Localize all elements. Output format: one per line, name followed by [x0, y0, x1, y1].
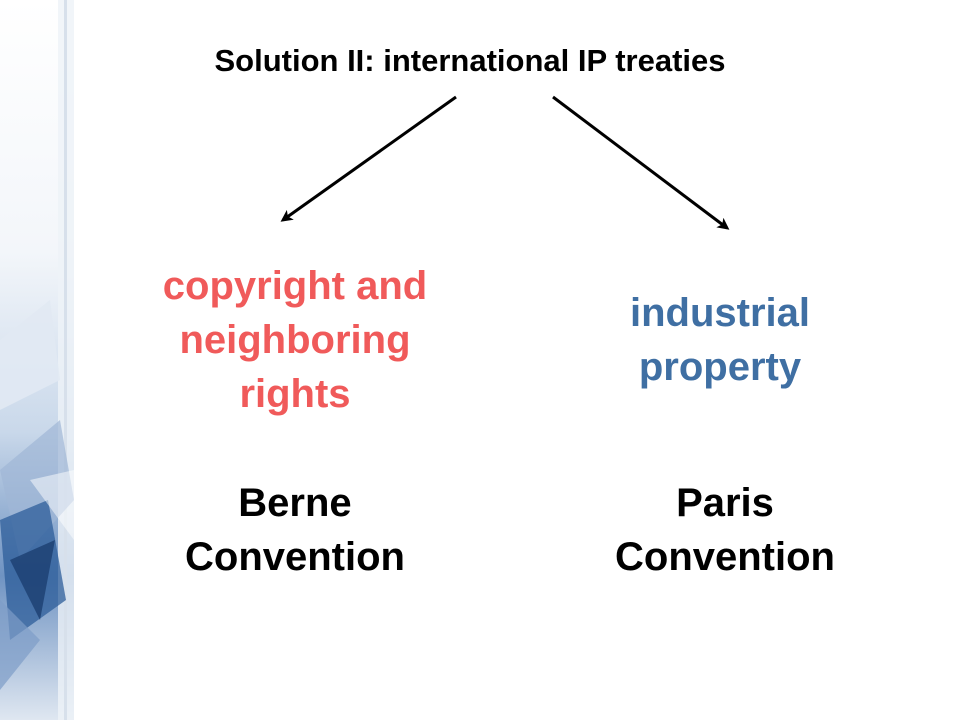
slide-title: Solution II: international IP treaties: [214, 43, 726, 78]
berne-convention-line: Convention: [185, 535, 405, 579]
arrow-to-copyright: [280, 95, 457, 222]
copyright-label-line: neighboring: [179, 318, 411, 362]
berne-convention-line: Berne: [238, 481, 352, 525]
copyright-label-line: copyright and: [162, 264, 428, 308]
decorative-side-band: [0, 0, 74, 720]
berne-convention-label: Berne Convention: [130, 476, 460, 584]
industrial-property-label-line: property: [638, 345, 802, 389]
paris-convention-line: Convention: [615, 535, 835, 579]
industrial-property-label-line: industrial: [629, 291, 811, 335]
copyright-label-line: rights: [239, 372, 351, 416]
arrow-to-industrial-property: [552, 95, 730, 230]
copyright-category-label: copyright and neighboring rights: [115, 259, 475, 421]
paris-convention-label: Paris Convention: [560, 476, 890, 584]
industrial-property-category-label: industrial property: [560, 286, 880, 394]
paris-convention-line: Paris: [676, 481, 774, 525]
